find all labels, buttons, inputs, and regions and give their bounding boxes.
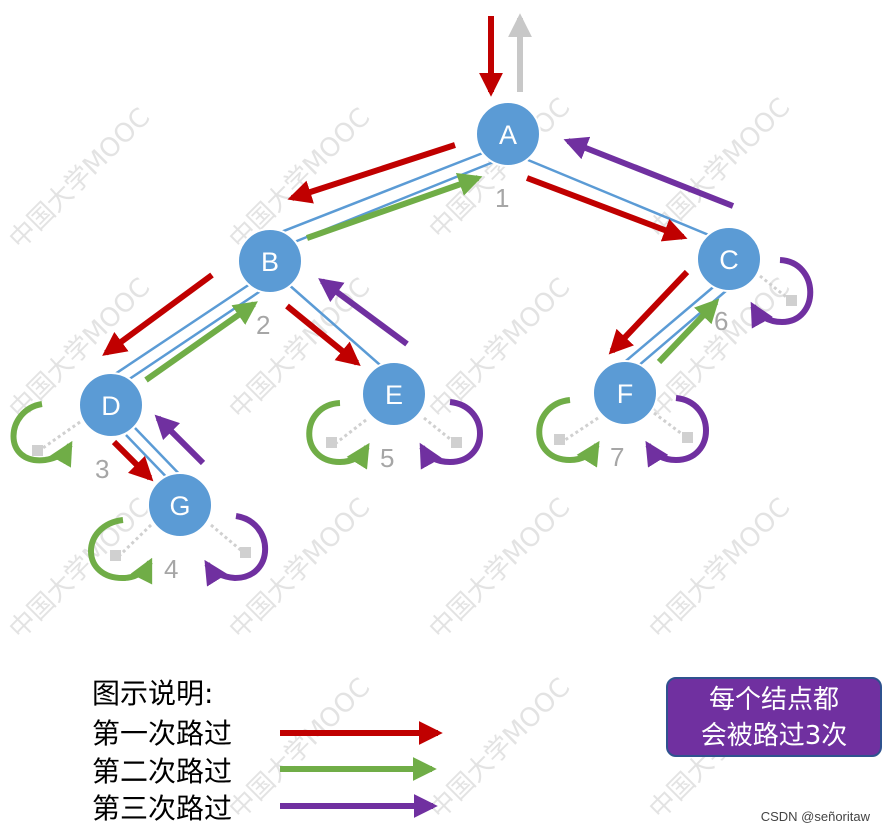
legend-label-second-pass: 第二次路过 (92, 755, 233, 788)
third-pass-arrow (154, 414, 206, 466)
null-children (10, 257, 814, 587)
order-label-d: 3 (95, 454, 109, 484)
node-label: G (169, 491, 190, 521)
null-child-link (423, 416, 456, 445)
edge-b-d (99, 280, 254, 386)
null-child-marker (682, 432, 693, 443)
legend-label-third-pass: 第三次路过 (92, 792, 233, 825)
watermark: 中国大学MOOC (644, 493, 796, 645)
node-label: B (261, 247, 279, 277)
edge-a-b (252, 149, 489, 245)
third-pass-arrow (318, 278, 409, 347)
order-label-a: 1 (495, 183, 509, 213)
node-e: E (361, 361, 427, 427)
legend-label-first-pass: 第一次路过 (92, 717, 233, 750)
first-pass-arrow (285, 303, 361, 367)
node-f: F (592, 360, 658, 426)
second-pass-arrow (656, 298, 720, 365)
edge-d-g (134, 427, 186, 481)
third-pass-loop (204, 513, 269, 587)
traversal-arrows (102, 136, 735, 482)
watermark: 中国大学MOOC (224, 493, 376, 645)
null-child-link (759, 274, 791, 302)
watermark: 中国大学MOOC (424, 493, 576, 645)
first-pass-arrow (102, 272, 214, 356)
node-d: D (78, 372, 144, 438)
null-child-marker (326, 437, 337, 448)
null-child-link (564, 416, 599, 442)
edge-c-f (613, 282, 719, 372)
null-child-marker (32, 445, 43, 456)
null-child-link (335, 418, 367, 445)
node-label: E (385, 380, 403, 410)
node-label: F (617, 379, 634, 409)
first-pass-arrow (608, 269, 690, 355)
third-pass-loop (419, 399, 483, 470)
null-child-marker (240, 547, 251, 558)
edge-b-e (287, 283, 389, 373)
legend-arrows (280, 721, 443, 818)
node-a: A (475, 101, 541, 167)
node-b: B (237, 228, 303, 294)
first-pass-arrow (525, 175, 688, 242)
first-pass-arrow (111, 439, 154, 482)
tree-nodes: A B C D E F G (78, 101, 762, 538)
null-child-link (653, 411, 687, 439)
third-pass-arrow (563, 136, 735, 209)
watermark: 中国大学MOOC (4, 493, 156, 645)
null-child-link (39, 420, 81, 452)
node-c: C (696, 226, 762, 292)
order-label-b: 2 (256, 310, 270, 340)
second-pass-arrow (144, 301, 258, 383)
footer-credit: CSDN @señoritaw (760, 809, 870, 824)
visit-order-labels: 1 2 6 3 5 7 4 (95, 183, 728, 584)
callout-box: 每个结点都 会被路过3次 (666, 677, 882, 757)
watermark: 中国大学MOOC (424, 673, 576, 825)
second-pass-loop (306, 400, 370, 470)
node-label: C (719, 245, 739, 275)
order-label-e: 5 (380, 443, 394, 473)
null-child-marker (451, 437, 462, 448)
second-pass-loop (88, 517, 153, 585)
watermark: 中国大学MOOC (224, 673, 376, 825)
null-child-marker (786, 295, 797, 306)
watermark: 中国大学MOOC (4, 103, 156, 255)
null-child-link (210, 523, 244, 554)
null-child-link (118, 523, 153, 557)
third-pass-loop (750, 257, 814, 329)
order-label-c: 6 (714, 306, 728, 336)
watermark: 中国大学MOOC (644, 93, 796, 245)
order-label-g: 4 (164, 554, 178, 584)
callout-line-1: 每个结点都 (708, 685, 839, 715)
null-child-marker (554, 434, 565, 445)
root-arrows (479, 13, 532, 97)
second-pass-arrow (306, 173, 483, 241)
third-pass-loop (645, 395, 709, 468)
order-label-f: 7 (610, 442, 624, 472)
null-child-marker (110, 550, 121, 561)
legend-title: 图示说明: (92, 677, 214, 710)
node-label: D (101, 391, 121, 421)
first-pass-arrow (287, 142, 456, 204)
node-g: G (147, 472, 213, 538)
second-pass-loop (536, 397, 600, 468)
callout-line-2: 会被路过3次 (700, 721, 848, 751)
second-pass-loop (10, 401, 73, 468)
node-label: A (499, 120, 517, 150)
watermark: 中国大学MOOC (424, 273, 576, 425)
